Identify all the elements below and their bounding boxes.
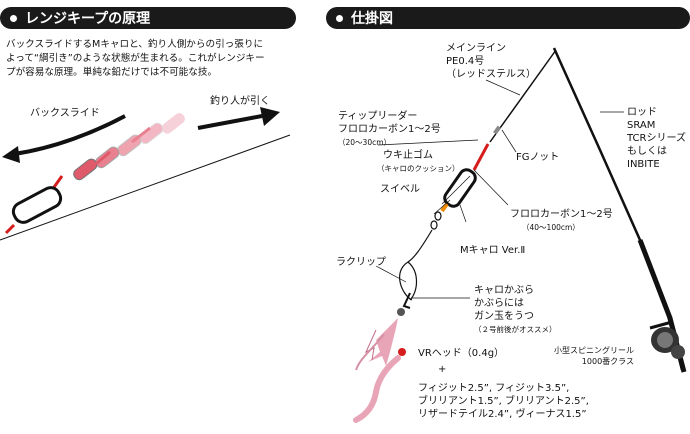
vr-head-worm <box>353 348 406 423</box>
main-line-brand: （レッドステルス） <box>446 69 536 80</box>
principle-line <box>0 134 291 241</box>
main-line-name: メインライン <box>446 43 506 54</box>
caro-kabura-line: キャロかぶら <box>474 285 534 296</box>
m-caro-sinker <box>443 168 477 208</box>
caro-kabura-line: かぶらには <box>474 298 524 309</box>
callout-lines <box>375 79 624 299</box>
bullet-icon <box>336 14 343 22</box>
rod-line: もしくは <box>627 146 667 157</box>
paragraph-line: プが容易な原理。単純な鉛だけでは不可能な技。 <box>6 67 218 78</box>
tip-leader-name: ティップリーダー <box>338 111 418 122</box>
rod-line: SRAM <box>627 120 656 131</box>
main-sinker <box>11 186 63 224</box>
swivel <box>430 211 442 230</box>
right-section-header: 仕掛図 <box>326 7 690 29</box>
worm-line: リザードテイル2.4”, ヴィーナス1.5” <box>418 409 587 420</box>
caro-kabura-line: ガン玉をうつ <box>474 311 534 322</box>
m-caro-label: Mキャロ Ver.Ⅱ <box>460 245 526 256</box>
spinning-reel <box>649 320 685 359</box>
fluoro-line-label: フロロカーボン1～2号 <box>510 209 613 220</box>
angler-pull-label: 釣り人が引く <box>210 96 270 107</box>
tip-leader-line: フロロカーボン1～2号 <box>338 124 441 135</box>
tip-leader-length: （20～30cm） <box>338 138 392 147</box>
main-line-spec: PE0.4号 <box>446 56 485 67</box>
right-section-title: 仕掛図 <box>351 11 393 27</box>
snap-label: ラクリップ <box>336 257 386 268</box>
float-stop-label: ウキ止ゴム <box>383 150 433 161</box>
explanation-paragraph: バックスライドするMキャロと、釣り人側からの引っ張りに よって“綱引き”のような… <box>6 38 291 80</box>
backslide-label: バックスライド <box>30 108 100 119</box>
reel-line: 1000番クラス <box>581 357 634 366</box>
main-line-label: メインライン PE0.4号 （レッドステルス） <box>446 42 536 81</box>
float-stop-note: （キャロのクッション） <box>377 164 460 173</box>
fg-knot-label: FGノット <box>516 152 560 163</box>
fluoro-leader <box>472 143 490 171</box>
sinker-trail <box>73 113 185 181</box>
rod-line: ロッド <box>627 107 657 118</box>
rod-line: INBITE <box>627 159 660 170</box>
float-stop <box>440 202 449 213</box>
rod-line: TCRシリーズ <box>627 133 686 144</box>
rod-label: ロッド SRAM TCRシリーズ もしくは INBITE <box>627 106 686 171</box>
main-line <box>489 49 557 143</box>
reel-line: 小型スピニングリール <box>554 346 634 355</box>
fluoro-length-label: （40～100cm） <box>522 223 580 232</box>
caro-kabura <box>355 308 405 371</box>
caro-kabura-note: （２号前後がオススメ） <box>474 325 557 334</box>
worm-line: フィジット2.5”, フィジット3.5”, <box>418 383 570 394</box>
paragraph-line: バックスライドするMキャロと、釣り人側からの引っ張りに <box>6 39 264 50</box>
left-section-title: レンジキープの原理 <box>25 11 151 27</box>
swivel-label: スイベル <box>380 184 420 195</box>
worm-line: ブリリアント1.5”, ブリリアント2.5”, <box>418 396 589 407</box>
tip-leader-label: ティップリーダー フロロカーボン1～2号 （20～30cm） <box>338 110 441 149</box>
left-section-header: レンジキープの原理 <box>0 7 296 29</box>
backslide-arrowhead <box>2 146 20 163</box>
fg-knot <box>493 125 501 135</box>
paragraph-line: よって“綱引き”のような状態が生まれる。これがレンジキー <box>6 53 265 64</box>
reel-label: 小型スピニングリール 1000番クラス <box>554 345 634 367</box>
plus-sign: + <box>438 364 447 375</box>
vr-head-label: VRヘッド（0.4g） <box>418 348 505 359</box>
angler-arrowhead <box>260 107 280 126</box>
snap-clip <box>402 292 411 309</box>
bullet-icon <box>10 14 17 22</box>
worm-list: フィジット2.5”, フィジット3.5”, ブリリアント1.5”, ブリリアント… <box>418 382 589 421</box>
backslide-arrow <box>13 114 126 156</box>
angler-arrow <box>197 114 263 130</box>
caro-kabura-label: キャロかぶら かぶらには ガン玉をうつ （２号前後がオススメ） <box>474 284 557 336</box>
